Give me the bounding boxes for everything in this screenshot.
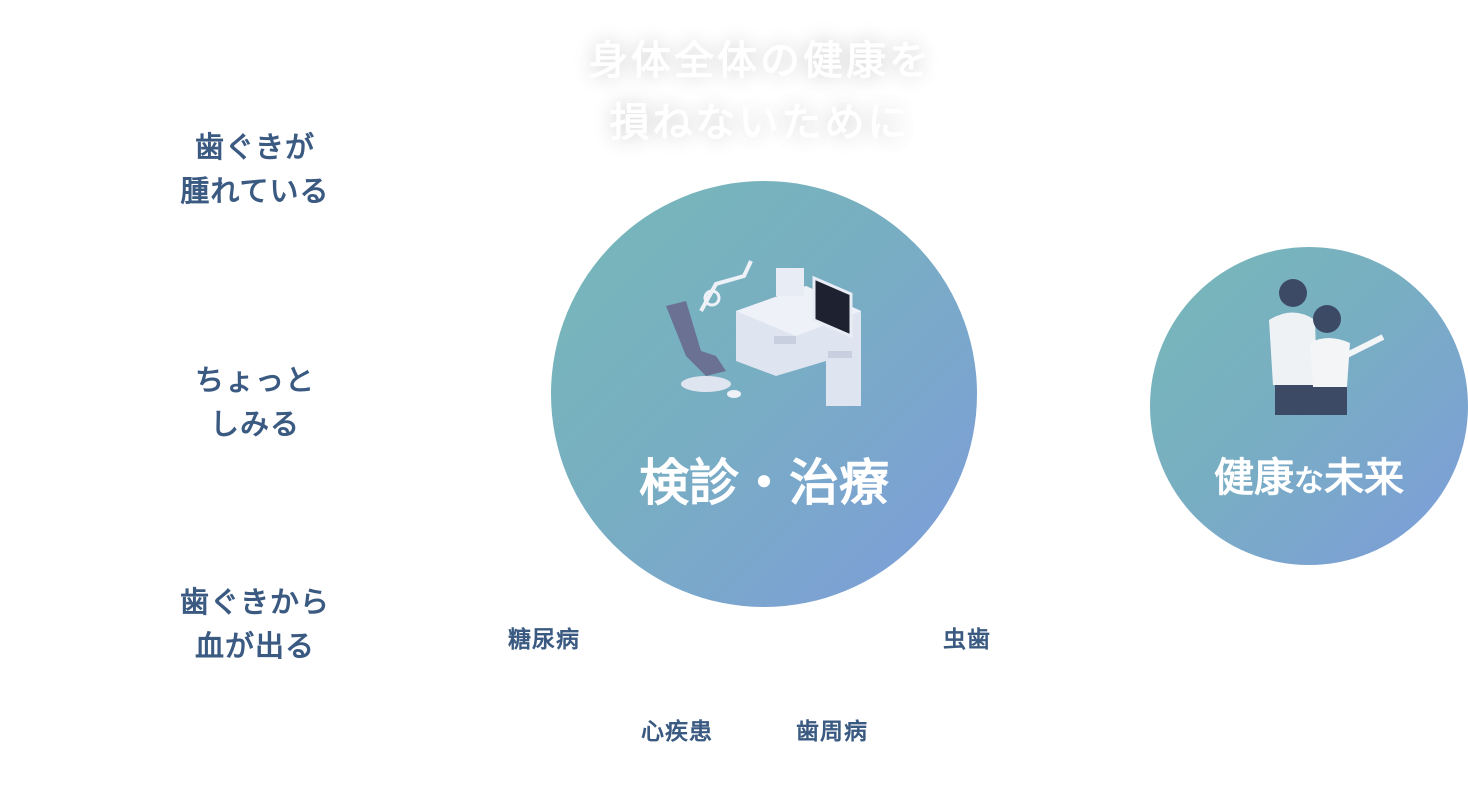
symptom-bleeding-gums: 歯ぐきから 血が出る [155, 580, 355, 668]
symptom-line: 腫れている [180, 174, 330, 208]
headline-line1: 身体全体の健康を [588, 38, 932, 84]
future-label-part: 健康 [1214, 455, 1294, 501]
disease-heart: 心疾患 [641, 719, 713, 745]
disease-periodontal: 歯周病 [796, 719, 868, 745]
disease-cavities: 虫歯 [943, 627, 991, 653]
symptom-swollen-gums: 歯ぐきが 腫れている [155, 125, 355, 213]
symptom-line: 歯ぐきが [194, 130, 315, 164]
future-label-part: 未来 [1324, 455, 1404, 501]
symptom-line: 血が出る [194, 629, 315, 663]
healthy-future-label: 健康な未来 [1150, 445, 1468, 503]
disease-diabetes: 糖尿病 [508, 627, 580, 653]
healthy-future-circle: 健康な未来 [1150, 247, 1468, 565]
symptom-line: 歯ぐきから [179, 585, 330, 619]
checkup-treatment-circle: 検診・治療 [551, 181, 977, 607]
checkup-treatment-label: 検診・治療 [639, 454, 889, 512]
dental-clinic-icon [666, 260, 861, 406]
symptom-line: ちょっと [194, 363, 315, 397]
headline-line2: 損ねないために [609, 100, 911, 146]
headline: 身体全体の健康を 損ねないために [540, 30, 980, 154]
symptom-line: しみる [209, 407, 300, 441]
symptom-sensitivity: ちょっと しみる [155, 358, 355, 446]
future-label-part: な [1294, 464, 1324, 499]
couple-icon [1269, 279, 1385, 415]
